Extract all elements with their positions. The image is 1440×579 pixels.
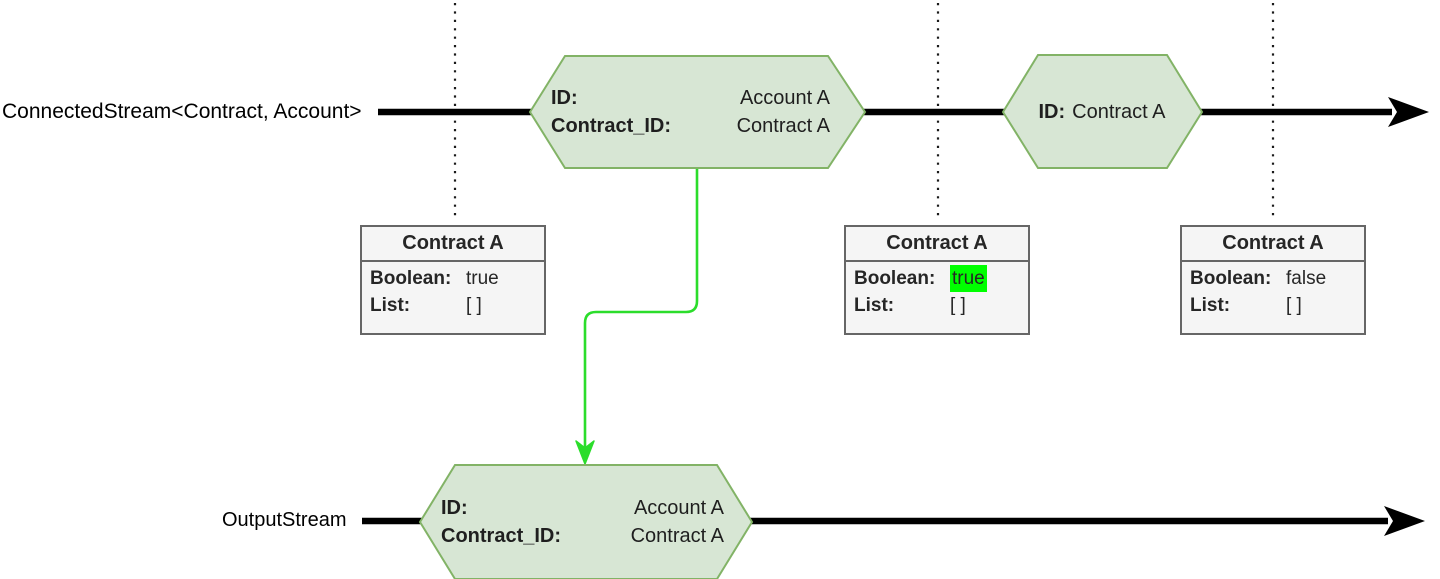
output-connector-arrowhead-icon xyxy=(575,440,595,465)
state-box-body: Boolean: false List: [ ] xyxy=(1182,262,1364,319)
state-row: List: [ ] xyxy=(854,292,1028,319)
state-key: List: xyxy=(1190,295,1231,316)
state-row: List: [ ] xyxy=(370,292,544,319)
field-key: Contract_ID: xyxy=(441,525,562,547)
state-row: Boolean: true xyxy=(854,265,1028,292)
state-box-1: Contract A Boolean: true List: [ ] xyxy=(360,225,546,335)
event-hexagon-contract xyxy=(1001,54,1204,169)
state-value-highlighted: true xyxy=(950,265,987,292)
state-box-title: Contract A xyxy=(846,227,1028,262)
state-box-title: Contract A xyxy=(362,227,544,262)
stream-label-connectedstream: ConnectedStream<Contract, Account> xyxy=(2,100,362,123)
output-connector-line xyxy=(583,169,699,450)
state-key: Boolean: xyxy=(1190,268,1272,289)
state-key: List: xyxy=(370,295,411,316)
state-key: List: xyxy=(854,295,895,316)
field-value: Contract A xyxy=(736,115,830,137)
state-value: [ ] xyxy=(466,295,482,316)
state-box-body: Boolean: true List: [ ] xyxy=(846,262,1028,319)
event-field-row: Contract_ID: Contract A xyxy=(441,522,724,550)
event-hexagon-output xyxy=(418,464,754,579)
state-box-2: Contract A Boolean: true List: [ ] xyxy=(844,225,1030,335)
state-box-title: Contract A xyxy=(1182,227,1364,262)
event-field-row: ID: Account A xyxy=(441,494,724,522)
state-value: true xyxy=(466,268,499,289)
field-key: ID: xyxy=(551,87,578,109)
event-hexagon-contract-text: ID: Contract A xyxy=(1008,98,1196,126)
field-value: Contract A xyxy=(630,525,724,547)
event-field-row: ID: Account A xyxy=(551,84,830,112)
state-value: false xyxy=(1286,268,1327,289)
field-value: Account A xyxy=(633,497,724,519)
field-value: Contract A xyxy=(1072,101,1166,123)
field-key: Contract_ID: xyxy=(551,115,672,137)
event-hexagon-output-text: ID: Account A Contract_ID: Contract A xyxy=(441,494,724,550)
outputstream-arrowhead-icon xyxy=(1384,506,1425,536)
event-field-row: Contract_ID: Contract A xyxy=(551,112,830,140)
state-value: [ ] xyxy=(950,295,966,316)
field-key: ID: xyxy=(1038,101,1066,123)
state-row: Boolean: false xyxy=(1190,265,1364,292)
event-hexagon-joined-top xyxy=(528,55,867,169)
state-row: Boolean: true xyxy=(370,265,544,292)
state-key: Boolean: xyxy=(370,268,452,289)
field-key: ID: xyxy=(441,497,468,519)
state-row: List: [ ] xyxy=(1190,292,1364,319)
stream-label-outputstream: OutputStream xyxy=(222,509,347,531)
state-box-3: Contract A Boolean: false List: [ ] xyxy=(1180,225,1366,335)
state-box-body: Boolean: true List: [ ] xyxy=(362,262,544,319)
field-value: Account A xyxy=(739,87,830,109)
state-key: Boolean: xyxy=(854,268,936,289)
event-hexagon-joined-top-text: ID: Account A Contract_ID: Contract A xyxy=(551,84,830,140)
connectedstream-arrowhead-icon xyxy=(1388,97,1429,127)
state-value: [ ] xyxy=(1286,295,1302,316)
